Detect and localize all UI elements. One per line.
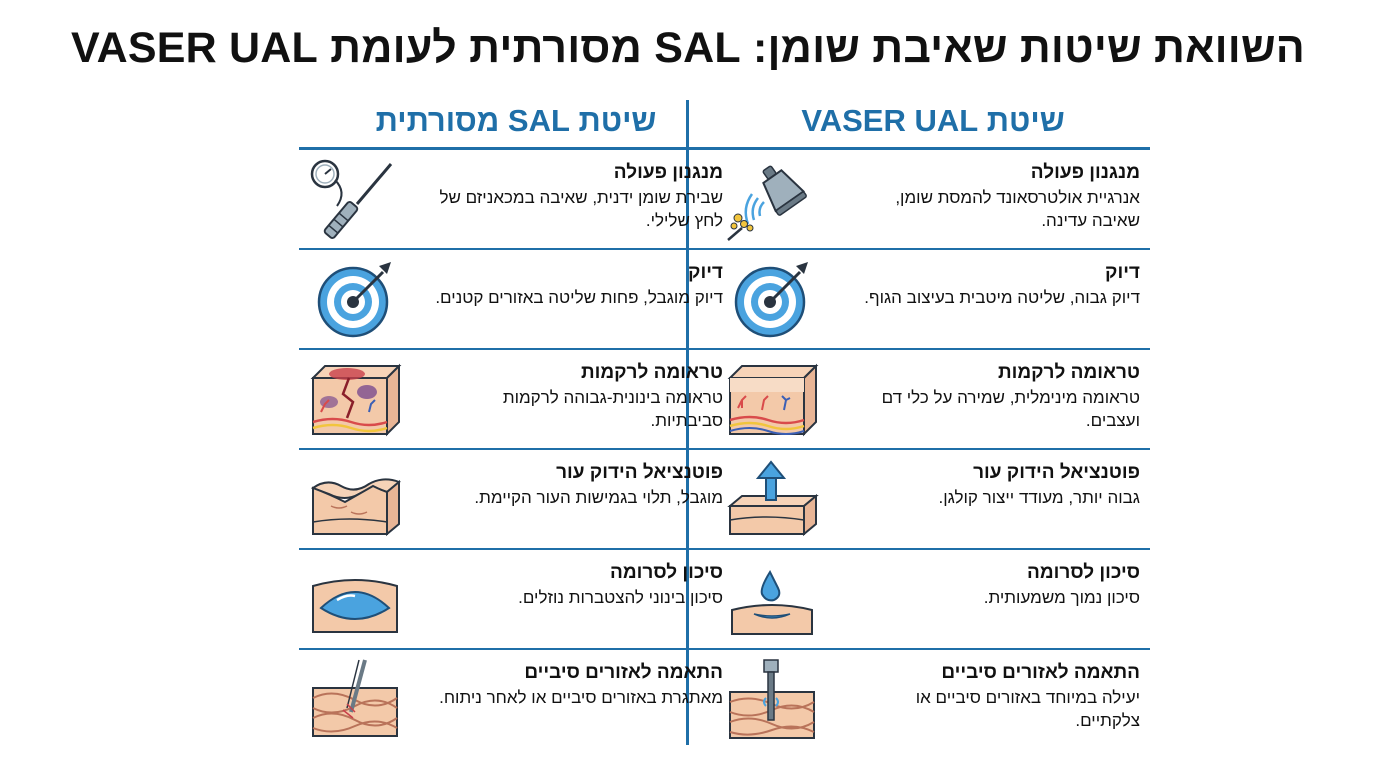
wavy-skin-icon — [307, 458, 403, 542]
sal-row-trauma: טראומה לרקמות טראומה בינונית-גבוהה לרקמו… — [299, 350, 733, 450]
fluid-pocket-icon — [307, 558, 403, 642]
sal-row-precision: דיוק דיוק מוגבל, פחות שליטה באזורים קטני… — [299, 250, 733, 350]
row-desc: דיוק מוגבל, פחות שליטה באזורים קטנים. — [435, 288, 723, 307]
vaser-row-seroma: סיכון לסרומה סיכון נמוך משמעותית. — [716, 550, 1150, 650]
vaser-row-skin-tightening: פוטנציאל הידוק עור גבוה יותר, מעודד ייצו… — [716, 450, 1150, 550]
damaged-tissue-icon — [307, 358, 403, 442]
row-title: סיכון לסרומה — [610, 562, 723, 583]
row-desc: יעילה במיוחד באזורים סיביים או צלקתיים. — [915, 688, 1140, 730]
sal-row-skin-tightening: פוטנציאל הידוק עור מוגבל, תלוי בגמישות ה… — [299, 450, 733, 550]
row-title: טראומה לרקמות — [580, 362, 723, 383]
row-title: דיוק — [1105, 262, 1140, 283]
row-desc: מאתגרת באזורים סיביים או לאחר ניתוח. — [439, 688, 723, 707]
row-desc: שבירת שומן ידנית, שאיבה במכאניזם של לחץ … — [439, 188, 723, 230]
row-title: פוטנציאל הידוק עור — [556, 462, 723, 483]
row-desc: מוגבל, תלוי בגמישות העור הקיימת. — [474, 488, 723, 507]
target-icon — [724, 258, 820, 342]
row-title: פוטנציאל הידוק עור — [973, 462, 1140, 483]
row-desc: טראומה בינונית-גבוהה לרקמות סביבתיות. — [502, 388, 723, 430]
sal-row-fibrous: התאמה לאזורים סיביים מאתגרת באזורים סיבי… — [299, 650, 733, 750]
target-icon — [307, 258, 403, 342]
row-desc: סיכון נמוך משמעותית. — [983, 588, 1140, 607]
healthy-tissue-icon — [724, 358, 820, 442]
sal-row-mechanism: מנגנון פעולה שבירת שומן ידנית, שאיבה במכ… — [299, 150, 733, 250]
row-desc: גבוה יותר, מעודד ייצור קולגן. — [938, 488, 1140, 507]
page-title: השוואת שיטות שאיבת שומן: SAL מסורתית לעו… — [70, 24, 1306, 72]
row-title: התאמה לאזורים סיביים — [524, 662, 723, 683]
suction-cannula-icon — [307, 158, 403, 242]
sal-row-seroma: סיכון לסרומה סיכון בינוני להצטברות נוזלי… — [299, 550, 733, 650]
vaser-row-trauma: טראומה לרקמות טראומה מינימלית, שמירה על … — [716, 350, 1150, 450]
vaser-row-mechanism: מנגנון פעולה אנרגיית אולטרסאונד להמסת שו… — [716, 150, 1150, 250]
vaser-row-precision: דיוק דיוק גבוה, שליטה מיטבית בעיצוב הגוף… — [716, 250, 1150, 350]
row-title: מנגנון פעולה — [1030, 162, 1140, 183]
row-desc: טראומה מינימלית, שמירה על כלי דם ועצבים. — [881, 388, 1140, 430]
fluid-drop-icon — [724, 558, 820, 642]
row-title: סיכון לסרומה — [1027, 562, 1140, 583]
column-divider — [686, 100, 689, 745]
row-title: טראומה לרקמות — [997, 362, 1140, 383]
row-desc: אנרגיית אולטרסאונד להמסת שומן, שאיבה עדי… — [895, 188, 1140, 230]
probe-in-fibrous-tissue-icon — [724, 658, 820, 742]
skin-lift-icon — [724, 458, 820, 542]
row-desc: סיכון בינוני להצטברות נוזלים. — [518, 588, 723, 607]
row-desc: דיוק גבוה, שליטה מיטבית בעיצוב הגוף. — [864, 288, 1140, 307]
sal-column-header: שיטת SAL מסורתית — [299, 96, 733, 150]
cannula-in-fibrous-tissue-icon — [307, 658, 403, 742]
row-title: מנגנון פעולה — [613, 162, 723, 183]
sal-column: שיטת SAL מסורתית מנגנון פעולה שבירת שומן… — [299, 96, 733, 750]
row-title: דיוק — [688, 262, 723, 283]
vaser-column: שיטת VASER UAL מנגנון פעולה אנרגיית אולט… — [716, 96, 1150, 750]
vaser-column-header: שיטת VASER UAL — [716, 96, 1150, 150]
vaser-row-fibrous: התאמה לאזורים סיביים יעילה במיוחד באזורי… — [716, 650, 1150, 750]
ultrasound-probe-icon — [724, 158, 820, 242]
row-title: התאמה לאזורים סיביים — [941, 662, 1140, 683]
